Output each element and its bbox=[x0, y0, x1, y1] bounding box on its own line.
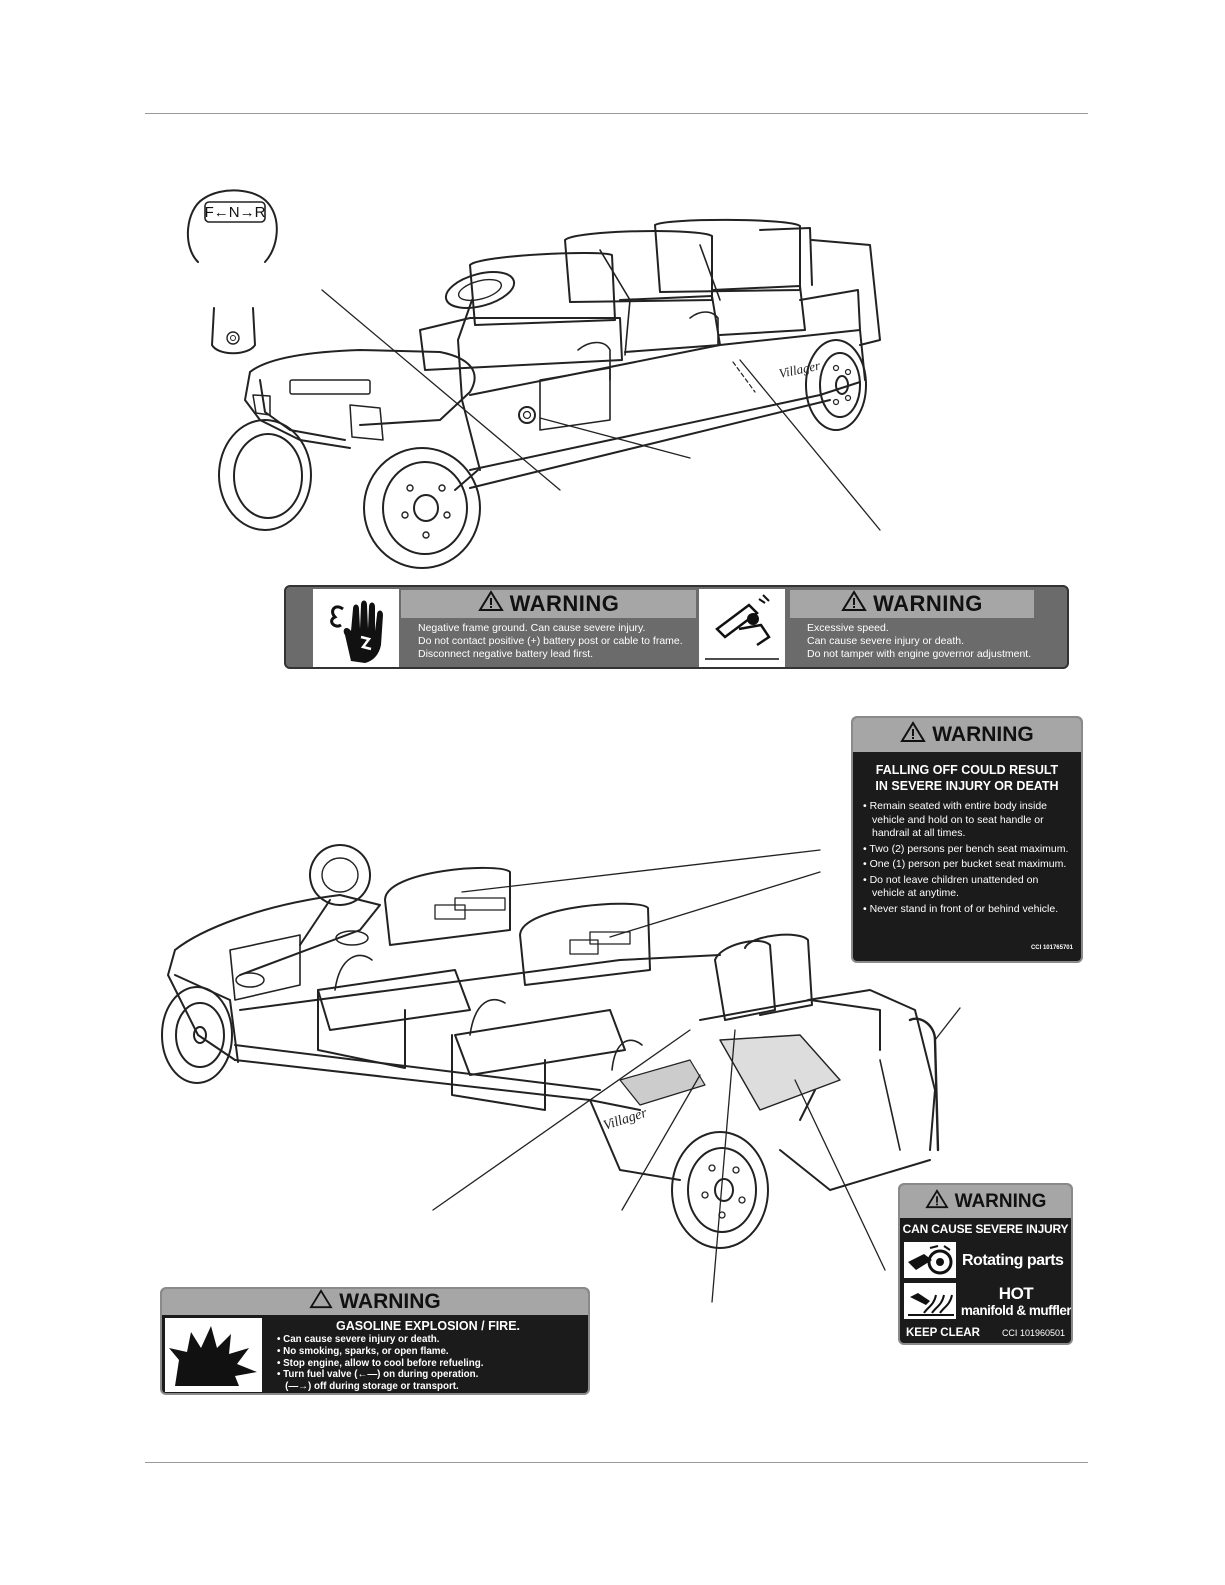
battery-warning-header: WARNING bbox=[401, 590, 696, 618]
footer-rule bbox=[145, 1462, 1088, 1463]
falling-off-title: FALLING OFF COULD RESULT IN SEVERE INJUR… bbox=[875, 763, 1059, 793]
falling-off-header: WARNING bbox=[853, 718, 1081, 752]
brand-script-bottom: Villager bbox=[602, 1106, 650, 1134]
battery-warning-text: Negative frame ground. Can cause severe … bbox=[418, 622, 683, 660]
shifter-knob-illustration bbox=[186, 189, 278, 355]
shifter-label: F←N→R bbox=[205, 204, 266, 221]
list-item: • Can cause severe injury or death. bbox=[277, 1334, 440, 1345]
list-item: • Do not leave children unattended on ve… bbox=[863, 873, 1039, 900]
hot-surface-icon bbox=[904, 1283, 956, 1319]
gasoline-fire-decal: WARNING GASOLINE EXPLOSION / FIRE. • Can… bbox=[160, 1287, 590, 1395]
list-item: • Two (2) persons per bench seat maximum… bbox=[863, 842, 1069, 855]
header-rule bbox=[145, 113, 1088, 114]
rotating-parts-text: Rotating parts bbox=[962, 1252, 1064, 1269]
list-item: • One (1) person per bucket seat maximum… bbox=[863, 858, 1067, 870]
list-item: • No smoking, sparks, or open flame. bbox=[277, 1345, 449, 1357]
list-item: • Turn fuel valve (←—) on during operati… bbox=[277, 1369, 479, 1381]
hot-manifold-text: HOT manifold & muffler bbox=[960, 1284, 1072, 1318]
gasoline-title: GASOLINE EXPLOSION / FIRE. bbox=[335, 1319, 521, 1333]
list-item: (—→) off during storage or transport. bbox=[277, 1381, 459, 1393]
falling-off-bullets: • Remain seated with entire body inside … bbox=[853, 800, 1081, 916]
keep-clear-text: KEEP CLEAR bbox=[906, 1327, 980, 1339]
rotating-parts-subheader: CAN CAUSE SEVERE INJURY bbox=[902, 1222, 1069, 1236]
battery-speed-decal: WARNING Negative frame ground. Can cause… bbox=[284, 585, 1069, 669]
warning-triangle-icon bbox=[924, 1188, 949, 1215]
rotating-parts-icon bbox=[904, 1242, 956, 1278]
warning-triangle-icon bbox=[309, 1289, 333, 1315]
list-item: • Remain seated with entire body inside … bbox=[863, 800, 1048, 839]
gasoline-bullets: • Can cause severe injury or death. • No… bbox=[277, 1334, 483, 1393]
list-item: • Stop engine, allow to cool before refu… bbox=[277, 1357, 484, 1369]
falling-off-part-code: CCI 101765701 bbox=[1030, 945, 1073, 951]
falling-off-decal: WARNING FALLING OFF COULD RESULT IN SEVE… bbox=[851, 716, 1083, 963]
top-vehicle-illustration bbox=[218, 218, 881, 569]
gasoline-header: WARNING bbox=[162, 1289, 588, 1315]
electric-shock-hand-icon bbox=[313, 589, 399, 667]
rotating-parts-part-code: CCI 101960501 bbox=[1001, 1328, 1065, 1338]
warning-triangle-icon bbox=[477, 590, 504, 618]
list-item: • Never stand in front of or behind vehi… bbox=[863, 902, 1059, 915]
speed-warning-text: Excessive speed. Can cause severe injury… bbox=[807, 622, 1032, 660]
bottom-vehicle-illustration bbox=[161, 844, 961, 1303]
brand-script-top: Villager bbox=[778, 357, 823, 381]
warning-triangle-icon bbox=[841, 590, 867, 618]
explosion-icon bbox=[165, 1318, 262, 1392]
governor-tamper-icon bbox=[699, 589, 785, 667]
rotating-parts-decal: WARNING CAN CAUSE SEVERE INJURY Rotating… bbox=[898, 1183, 1073, 1345]
rotating-parts-header: WARNING bbox=[900, 1185, 1071, 1218]
speed-warning-header: WARNING bbox=[790, 590, 1034, 618]
warning-triangle-icon bbox=[900, 721, 927, 749]
